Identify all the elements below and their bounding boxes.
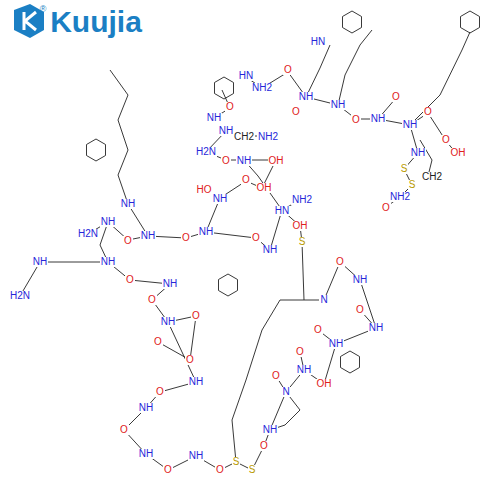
atom-label: O <box>185 355 195 365</box>
atom-label: O <box>155 387 165 397</box>
atom-label: O <box>295 347 305 357</box>
atom-label: S <box>248 465 257 475</box>
atom-label: N <box>281 387 290 397</box>
atom-label: O <box>215 465 225 475</box>
atom-label: O <box>259 441 269 451</box>
atom-label: NH <box>296 365 312 375</box>
atom-label: NH <box>32 257 48 267</box>
atom-label: NH <box>100 257 116 267</box>
atom-label: O <box>335 257 345 267</box>
atom-label: NH <box>100 217 116 227</box>
atom-label: O <box>125 275 135 285</box>
atom-label: NH <box>160 317 176 327</box>
aromatic-ring <box>343 11 362 33</box>
logo-hexagon <box>14 4 44 38</box>
brand-name: Kuujia <box>49 7 143 37</box>
atom-label: NH2 <box>257 132 279 142</box>
atom-label: HO <box>196 185 213 195</box>
atom-label: NH <box>370 114 386 124</box>
atom-label: NH <box>402 120 418 130</box>
atom-label: O <box>119 425 129 435</box>
atom-label: NH <box>188 377 204 387</box>
atom-label: H2N <box>195 147 217 157</box>
atom-label: NH <box>410 148 426 158</box>
atom-label: HN <box>274 206 290 216</box>
atom-label: OH <box>256 183 273 193</box>
aromatic-ring <box>219 274 238 296</box>
ring-group <box>87 11 480 373</box>
atom-label: O <box>163 465 173 475</box>
trademark-sign: ® <box>39 5 48 14</box>
atom-label: S <box>400 164 409 174</box>
bond-lines <box>14 4 470 470</box>
atom-label: N <box>319 295 328 305</box>
atom-label: S <box>232 457 241 467</box>
atom-label: O <box>355 305 365 315</box>
atom-label: O <box>153 337 163 347</box>
atom-label: O <box>241 175 251 185</box>
atom-label: O <box>221 156 231 166</box>
aromatic-ring <box>87 139 106 161</box>
atom-label: NH <box>198 227 214 237</box>
atom-label: NH <box>138 449 154 459</box>
aromatic-ring <box>215 77 234 99</box>
atom-label: NH <box>138 403 154 413</box>
atom-label: O <box>291 107 301 117</box>
atom-label: O <box>225 102 235 112</box>
atom-label: NH <box>330 100 346 110</box>
atom-label: CH2 <box>421 172 443 182</box>
atom-label: NH2 <box>389 192 411 202</box>
atom-label: NH <box>236 156 252 166</box>
atom-label: NH <box>218 126 234 136</box>
atom-label: O <box>123 236 133 246</box>
atom-label: O <box>271 371 281 381</box>
atom-label: O <box>283 65 293 75</box>
atom-label: O <box>313 325 323 335</box>
aromatic-ring <box>341 351 360 373</box>
atom-label: O <box>251 233 261 243</box>
atom-label: NH <box>262 245 278 255</box>
atom-label: O <box>191 311 201 321</box>
atom-label: H2N <box>9 291 31 301</box>
atom-label: NH2 <box>291 195 313 205</box>
atom-label: HN <box>238 71 254 81</box>
atom-label: NH <box>298 92 314 102</box>
atom-label: O <box>381 203 391 213</box>
atom-label: NH <box>206 113 222 123</box>
atom-label: O <box>423 107 433 117</box>
atom-label: NH <box>328 339 344 349</box>
atom-label: H2N <box>77 229 99 239</box>
atom-label: NH <box>140 231 156 241</box>
atom-label: OH <box>316 379 333 389</box>
atom-label: OH <box>268 156 285 166</box>
atom-label: S <box>298 237 307 247</box>
atom-label: NH2 <box>251 83 273 93</box>
atom-label: O <box>147 295 157 305</box>
atom-label: S <box>408 180 417 190</box>
atom-label: NH <box>352 275 368 285</box>
atom-label: HN <box>310 37 326 47</box>
atom-label: NH <box>212 194 228 204</box>
atom-label: OH <box>450 148 467 158</box>
atom-label: NH <box>262 425 278 435</box>
atom-label: O <box>441 135 451 145</box>
logo-mark <box>24 12 36 30</box>
atom-label: NH <box>162 279 178 289</box>
atom-label: NH <box>188 451 204 461</box>
atom-label: O <box>351 115 361 125</box>
aromatic-ring <box>461 11 480 33</box>
atom-label: NH <box>368 323 384 333</box>
atom-label: O <box>391 92 401 102</box>
atom-label: NH <box>120 199 136 209</box>
atom-label: O <box>181 233 191 243</box>
atom-label: OH <box>292 221 309 231</box>
atom-label: CH2 <box>233 132 255 142</box>
